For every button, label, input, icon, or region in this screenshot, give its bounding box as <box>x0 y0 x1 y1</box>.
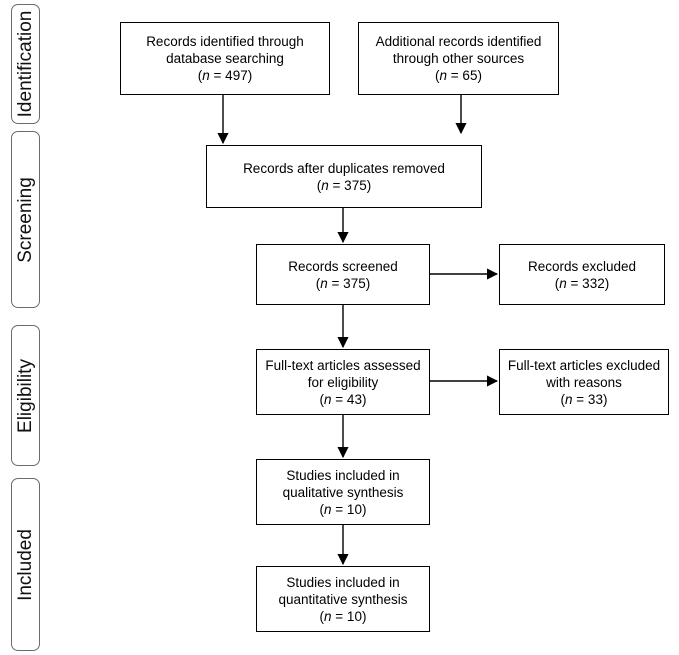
box-records-screened-line1: Records screened <box>288 258 398 274</box>
box-records-screened-count: (n = 375) <box>315 275 371 291</box>
box-other-sources-line2: through other sources <box>392 51 525 66</box>
box-quantitative-synthesis-line2: quantitative synthesis <box>278 591 408 607</box>
box-duplicates-removed-line1: Records after duplicates removed <box>243 160 445 176</box>
box-fulltext-excluded: Full-text articles excluded with reasons… <box>499 349 669 415</box>
box-database-searching: Records identified through database sear… <box>120 22 330 95</box>
phase-identification: Identification <box>11 4 40 124</box>
phase-screening: Screening <box>11 131 40 308</box>
box-qualitative-synthesis: Studies included in qualitative synthesi… <box>256 459 430 525</box>
box-records-excluded: Records excluded (n = 332) <box>499 244 665 305</box>
box-fulltext-assessed-line1: Full-text articles assessed <box>265 357 421 373</box>
box-database-searching-line1: Records identified through <box>146 34 304 49</box>
box-quantitative-synthesis-count: (n = 10) <box>319 608 367 624</box>
box-other-sources-count: (n = 65) <box>435 68 482 83</box>
box-fulltext-assessed: Full-text articles assessed for eligibil… <box>256 349 430 415</box>
box-qualitative-synthesis-line2: qualitative synthesis <box>282 484 404 500</box>
box-qualitative-synthesis-count: (n = 10) <box>319 501 367 517</box>
box-other-sources-line1: Additional records identified <box>375 34 542 49</box>
box-database-searching-count: (n = 497) <box>197 68 253 83</box>
box-fulltext-assessed-count: (n = 43) <box>319 391 367 407</box>
box-records-excluded-line1: Records excluded <box>527 258 637 274</box>
phase-included: Included <box>11 478 40 651</box>
box-fulltext-excluded-line1: Full-text articles excluded <box>507 357 661 373</box>
box-quantitative-synthesis-line1: Studies included in <box>286 574 400 590</box>
box-fulltext-excluded-count: (n = 33) <box>560 391 608 407</box>
box-duplicates-removed: Records after duplicates removed (n = 37… <box>206 145 482 208</box>
box-fulltext-excluded-line2: with reasons <box>546 374 622 390</box>
phase-eligibility: Eligibility <box>11 325 40 466</box>
box-other-sources: Additional records identified through ot… <box>358 22 559 95</box>
box-fulltext-assessed-line2: for eligibility <box>307 374 379 390</box>
box-records-excluded-count: (n = 332) <box>554 275 610 291</box>
box-qualitative-synthesis-line1: Studies included in <box>286 467 400 483</box>
box-duplicates-removed-count: (n = 375) <box>316 177 372 193</box>
box-records-screened: Records screened (n = 375) <box>256 244 430 305</box>
box-quantitative-synthesis: Studies included in quantitative synthes… <box>256 566 430 632</box>
box-database-searching-line2: database searching <box>166 51 284 66</box>
